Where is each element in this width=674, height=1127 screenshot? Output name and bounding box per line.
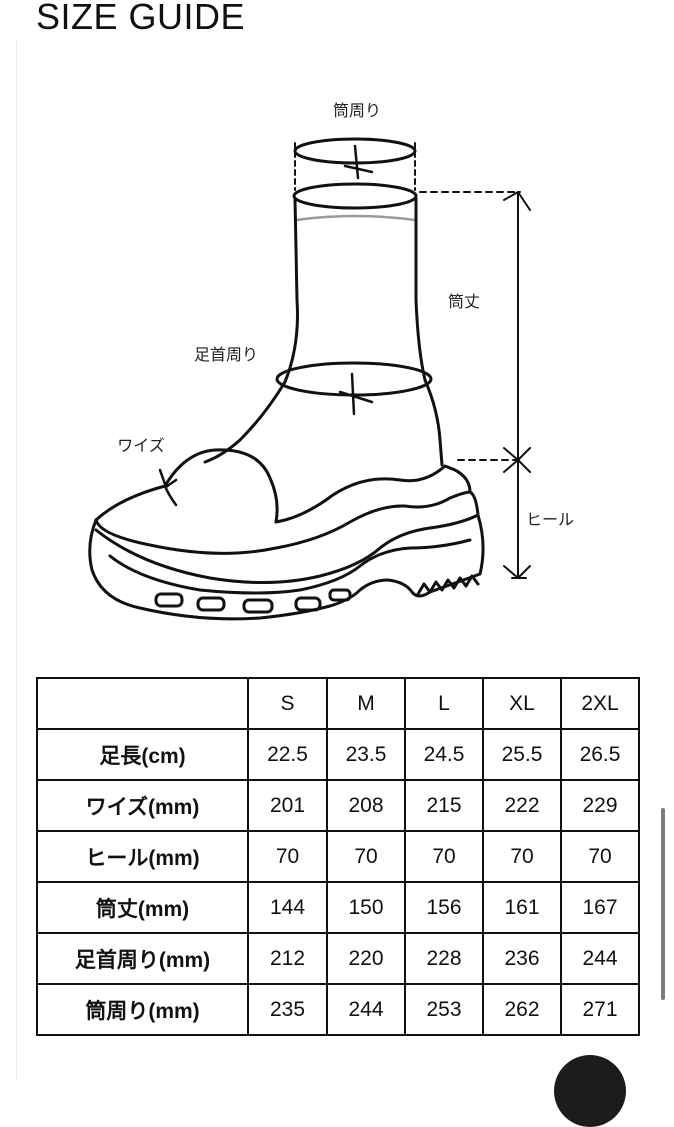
table-cell: 70 [482,830,562,883]
left-divider [16,40,17,1080]
table-row: 筒周り(mm) 235 244 253 262 271 [36,983,640,1036]
size-header-row: S M L XL 2XL [36,677,640,730]
table-cell: 22.5 [247,728,328,781]
table-row: ヒール(mm) 70 70 70 70 70 [36,830,640,883]
table-row: 足長(cm) 22.5 23.5 24.5 25.5 26.5 [36,728,640,781]
table-cell: 228 [404,932,484,985]
table-cell: 70 [326,830,406,883]
table-cell: 70 [560,830,640,883]
boot-size-diagram: 筒周り 筒丈 足首周り ワイズ ヒール [88,101,574,621]
table-cell: 236 [482,932,562,985]
page-title: SIZE GUIDE [36,0,246,37]
table-cell: 262 [482,983,562,1036]
table-cell: 70 [404,830,484,883]
table-cell: 220 [326,932,406,985]
table-row: ワイズ(mm) 201 208 215 222 229 [36,779,640,832]
table-cell: 271 [560,983,640,1036]
width-arrow [163,484,178,507]
size-header: M [326,677,406,730]
table-cell: 212 [247,932,328,985]
table-cell: 244 [560,932,640,985]
floating-action-button[interactable] [554,1055,626,1127]
table-cell: 222 [482,779,562,832]
table-cell: 229 [560,779,640,832]
front-strap [163,448,279,524]
label-heel: ヒール [526,510,574,529]
label-shaft-circumference: 筒周り [333,101,381,120]
row-label: ワイズ(mm) [36,779,249,832]
label-width: ワイズ [117,436,165,455]
table-cell: 24.5 [404,728,484,781]
label-shaft-height: 筒丈 [448,292,480,311]
table-cell: 144 [247,881,328,934]
row-label: 筒周り(mm) [36,983,249,1036]
shaft-outline [203,196,299,464]
table-cell: 201 [247,779,328,832]
size-header: XL [482,677,562,730]
size-header: 2XL [560,677,640,730]
shaft-opening-ellipse [292,182,418,210]
size-table: S M L XL 2XL 足長(cm) 22.5 23.5 24.5 25.5 … [36,677,640,1036]
table-row: 筒丈(mm) 144 150 156 161 167 [36,881,640,934]
table-cell: 23.5 [326,728,406,781]
shaft-circumference-ellipse [293,137,417,165]
sole-outline [88,490,485,621]
row-label: 足首周り(mm) [36,932,249,985]
row-label: ヒール(mm) [36,830,249,883]
table-cell: 70 [247,830,328,883]
table-cell: 244 [326,983,406,1036]
row-label: 足長(cm) [36,728,249,781]
table-cell: 25.5 [482,728,562,781]
table-cell: 208 [326,779,406,832]
table-row: 足首周り(mm) 212 220 228 236 244 [36,932,640,985]
label-ankle-circumference: 足首周り [194,345,258,364]
table-cell: 253 [404,983,484,1036]
table-cell: 167 [560,881,640,934]
table-cell: 235 [247,983,328,1036]
size-header: L [404,677,484,730]
table-cell: 26.5 [560,728,640,781]
row-label: 筒丈(mm) [36,881,249,934]
corner-cell [36,677,249,730]
table-cell: 161 [482,881,562,934]
table-cell: 215 [404,779,484,832]
table-cell: 156 [404,881,484,934]
table-cell: 150 [326,881,406,934]
size-header: S [247,677,328,730]
scrollbar[interactable] [661,808,665,1000]
